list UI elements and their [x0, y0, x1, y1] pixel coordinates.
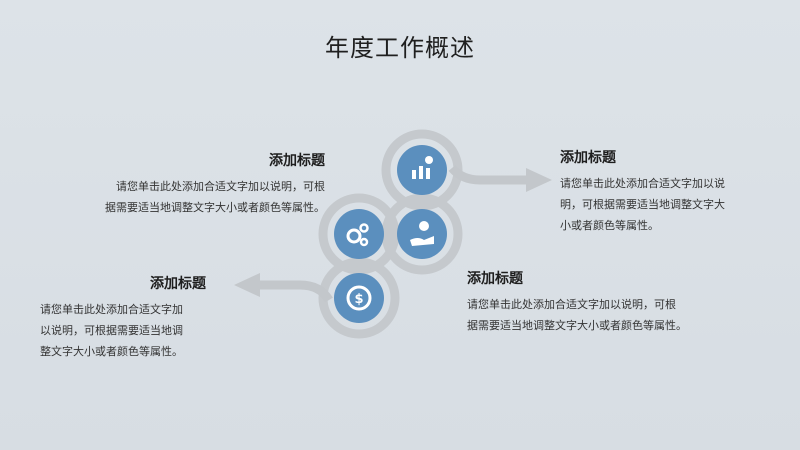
svg-text:$: $ [354, 292, 363, 307]
block-heading: 添加标题 [560, 150, 616, 166]
page-title: 年度工作概述 [325, 34, 475, 62]
arrow-right [448, 164, 552, 192]
text-block-top-right: 添加标题 请您单击此处添加合适文字加以说 明，可根据需要适当地调整文字大 小或者… [560, 147, 770, 236]
text-block-top-left: 添加标题 请您单击此处添加合适文字加以说明，可根 据需要适当地调整文字大小或者颜… [40, 150, 325, 218]
body-line: 明，可根据需要适当地调整文字大 [560, 198, 725, 211]
text-block-bottom-left: 添加标题 请您单击此处添加合适文字加 以说明，可根据需要适当地调 整文字大小或者… [40, 273, 250, 362]
body-line: 以说明，可根据需要适当地调 [40, 324, 183, 337]
body-line: 据需要适当地调整文字大小或者颜色等属性。 [105, 201, 325, 214]
body-line: 请您单击此处添加合适文字加以说明，可根 [116, 180, 325, 193]
block-body: 请您单击此处添加合适文字加以说明，可根 据需要适当地调整文字大小或者颜色等属性。 [40, 176, 325, 218]
people-chart-icon [397, 145, 447, 195]
block-body: 请您单击此处添加合适文字加 以说明，可根据需要适当地调 整文字大小或者颜色等属性… [40, 299, 250, 362]
dollar-cycle-icon: $ [334, 273, 384, 323]
body-line: 小或者颜色等属性。 [560, 219, 659, 232]
text-block-bottom-right: 添加标题 请您单击此处添加合适文字加以说明，可根 据需要适当地调整文字大小或者颜… [467, 268, 767, 336]
block-heading: 添加标题 [269, 153, 325, 169]
block-heading: 添加标题 [467, 271, 523, 287]
body-line: 请您单击此处添加合适文字加 [40, 303, 183, 316]
body-line: 请您单击此处添加合适文字加以说 [560, 177, 725, 190]
block-body: 请您单击此处添加合适文字加以说 明，可根据需要适当地调整文字大 小或者颜色等属性… [560, 173, 770, 236]
body-line: 据需要适当地调整文字大小或者颜色等属性。 [467, 319, 687, 332]
body-line: 整文字大小或者颜色等属性。 [40, 345, 183, 358]
hand-coin-icon [397, 209, 447, 259]
block-heading: 添加标题 [150, 276, 206, 292]
block-body: 请您单击此处添加合适文字加以说明，可根 据需要适当地调整文字大小或者颜色等属性。 [467, 294, 767, 336]
gears-icon [334, 209, 384, 259]
connector-rings [318, 129, 463, 339]
arrow-left [234, 273, 333, 303]
body-line: 请您单击此处添加合适文字加以说明，可根 [467, 298, 676, 311]
